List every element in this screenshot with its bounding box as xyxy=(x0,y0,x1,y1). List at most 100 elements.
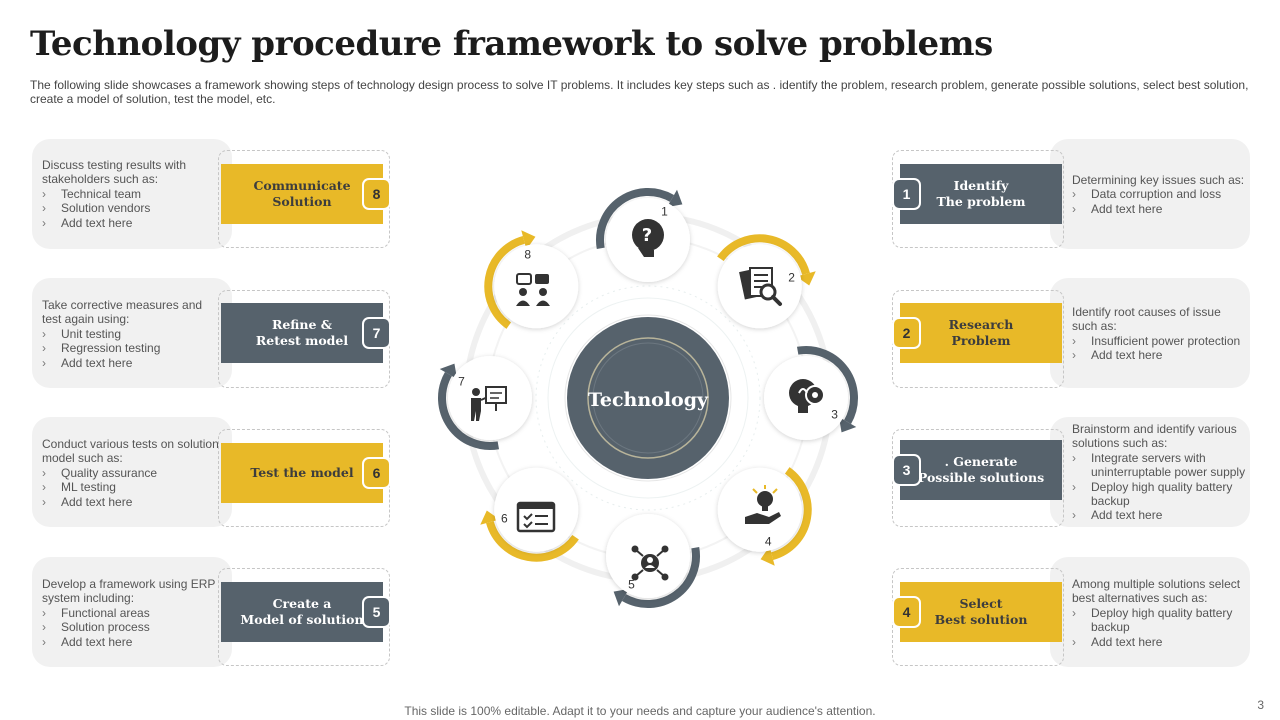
step-frame xyxy=(892,568,1064,666)
hand-bulb-icon xyxy=(745,485,781,524)
cycle-arrowhead-2 xyxy=(796,271,816,286)
step-bullet: Add text here xyxy=(42,216,222,231)
step-bullet: Add text here xyxy=(42,495,222,510)
step-label-3: . Generate Possible solutions xyxy=(900,440,1062,500)
cycle-number-5: 5 xyxy=(628,578,635,592)
browser-checklist-icon xyxy=(516,501,556,533)
step-bullet: Functional areas xyxy=(42,606,222,621)
cycle-arrowhead-6 xyxy=(480,510,500,525)
step-lead: Determining key issues such as: xyxy=(1072,173,1245,187)
team-chat-icon xyxy=(516,273,550,306)
step-bullet: Add text here xyxy=(1072,508,1246,523)
step-label-5: Create a Model of solution xyxy=(221,582,383,642)
step-card-6: Conduct various tests on solution model … xyxy=(32,417,232,527)
step-card-text: Take corrective measures and test again … xyxy=(32,298,232,370)
cycle-arrow-3 xyxy=(796,346,858,424)
page-subtitle: The following slide showcases a framewor… xyxy=(30,78,1249,106)
step-bullet-list: Quality assurance ML testing Add text he… xyxy=(42,466,222,510)
step-frame xyxy=(218,429,390,527)
step-bullet-list: Unit testing Regression testing Add text… xyxy=(42,327,222,371)
step-card-4: Among multiple solutions select best alt… xyxy=(1050,557,1250,667)
cycle-number-2: 2 xyxy=(788,271,795,285)
step-card-3: Brainstorm and identify various solution… xyxy=(1050,417,1250,527)
cycle-node-4 xyxy=(717,467,802,552)
step-number-badge-1: 1 xyxy=(894,180,919,208)
cycle-arrow-8 xyxy=(484,236,526,329)
cycle-arrow-6 xyxy=(486,520,579,562)
step-number-badge-5: 5 xyxy=(364,598,389,626)
step-bullet-list: Technical team Solution vendors Add text… xyxy=(42,187,222,231)
document-search-icon xyxy=(739,267,782,306)
cycle-node-8 xyxy=(494,244,579,329)
step-bullet: Unit testing xyxy=(42,327,222,342)
step-bullet: ML testing xyxy=(42,480,222,495)
step-card-2: Identify root causes of issue such as: I… xyxy=(1050,278,1250,388)
step-card-5: Develop a framework using ERP system inc… xyxy=(32,557,232,667)
svg-text:?: ? xyxy=(642,225,652,246)
step-lead: Brainstorm and identify various solution… xyxy=(1072,422,1237,451)
step-number-badge-8: 8 xyxy=(364,180,389,208)
step-card-text: Determining key issues such as: Data cor… xyxy=(1050,173,1250,217)
step-card-7: Take corrective measures and test again … xyxy=(32,278,232,388)
step-label-1: Identify The problem xyxy=(900,164,1062,224)
step-bullet: Add text here xyxy=(1072,202,1246,217)
step-bullet: Technical team xyxy=(42,187,222,202)
cycle-arrowhead-5 xyxy=(613,588,629,607)
step-bullet: Integrate servers with uninterruptable p… xyxy=(1072,451,1246,480)
step-bullet-list: Integrate servers with uninterruptable p… xyxy=(1072,451,1246,523)
step-card-text: Conduct various tests on solution model … xyxy=(32,437,232,509)
step-bullet-list: Data corruption and loss Add text here xyxy=(1072,187,1246,216)
step-card-1: Determining key issues such as: Data cor… xyxy=(1050,139,1250,249)
cycle-arrow-7 xyxy=(438,372,500,450)
step-bullet: Quality assurance xyxy=(42,466,222,481)
question-head-icon: ? xyxy=(632,219,664,257)
step-bullet: Add text here xyxy=(42,356,222,371)
step-bullet: Deploy high quality battery backup xyxy=(1072,606,1246,635)
step-lead: Develop a framework using ERP system inc… xyxy=(42,577,216,606)
network-person-icon xyxy=(631,545,669,581)
step-label-4: Select Best solution xyxy=(900,582,1062,642)
step-label-8: Communicate Solution xyxy=(221,164,383,224)
step-bullet: Add text here xyxy=(42,635,222,650)
step-bullet: Insufficient power protection xyxy=(1072,334,1246,349)
step-bullet: Data corruption and loss xyxy=(1072,187,1246,202)
footer-note: This slide is 100% editable. Adapt it to… xyxy=(404,704,876,718)
step-bullet: Deploy high quality battery backup xyxy=(1072,480,1246,509)
technology-hub: Technology xyxy=(564,314,732,482)
step-frame xyxy=(892,150,1064,248)
step-number-badge-6: 6 xyxy=(364,459,389,487)
step-card-text: Develop a framework using ERP system inc… xyxy=(32,577,232,649)
step-bullet: Solution process xyxy=(42,620,222,635)
cycle-arrowhead-1 xyxy=(667,189,683,208)
step-label-7: Refine & Retest model xyxy=(221,303,383,363)
cycle-number-7: 7 xyxy=(458,375,465,389)
step-frame xyxy=(218,290,390,388)
step-frame xyxy=(892,290,1064,388)
presentation-icon xyxy=(471,386,507,421)
step-card-text: Brainstorm and identify various solution… xyxy=(1050,422,1250,523)
step-number-badge-3: 3 xyxy=(894,456,919,484)
step-lead: Among multiple solutions select best alt… xyxy=(1072,577,1241,606)
bulb-gear-icon xyxy=(789,379,825,413)
cycle-arrowhead-4 xyxy=(760,546,775,566)
cycle-number-8: 8 xyxy=(524,247,531,261)
step-number-badge-7: 7 xyxy=(364,319,389,347)
cycle-arrow-5 xyxy=(622,546,700,608)
step-lead: Identify root causes of issue such as: xyxy=(1072,305,1221,334)
cycle-arrowhead-3 xyxy=(838,417,857,433)
cycle-arrowhead-7 xyxy=(439,363,458,379)
step-lead: Take corrective measures and test again … xyxy=(42,298,203,327)
step-bullet: Solution vendors xyxy=(42,201,222,216)
cycle-arrowhead-8 xyxy=(521,230,536,250)
step-frame xyxy=(218,568,390,666)
cycle-arrow-4 xyxy=(770,467,812,560)
step-label-6: Test the model xyxy=(221,443,383,503)
step-card-text: Discuss testing results with stakeholder… xyxy=(32,158,232,230)
step-label-2: Research Problem xyxy=(900,303,1062,363)
step-bullet: Regression testing xyxy=(42,341,222,356)
step-number-badge-2: 2 xyxy=(894,319,919,347)
cycle-number-6: 6 xyxy=(501,511,508,525)
cycle-number-3: 3 xyxy=(831,408,838,422)
step-bullet-list: Insufficient power protection Add text h… xyxy=(1072,334,1246,363)
